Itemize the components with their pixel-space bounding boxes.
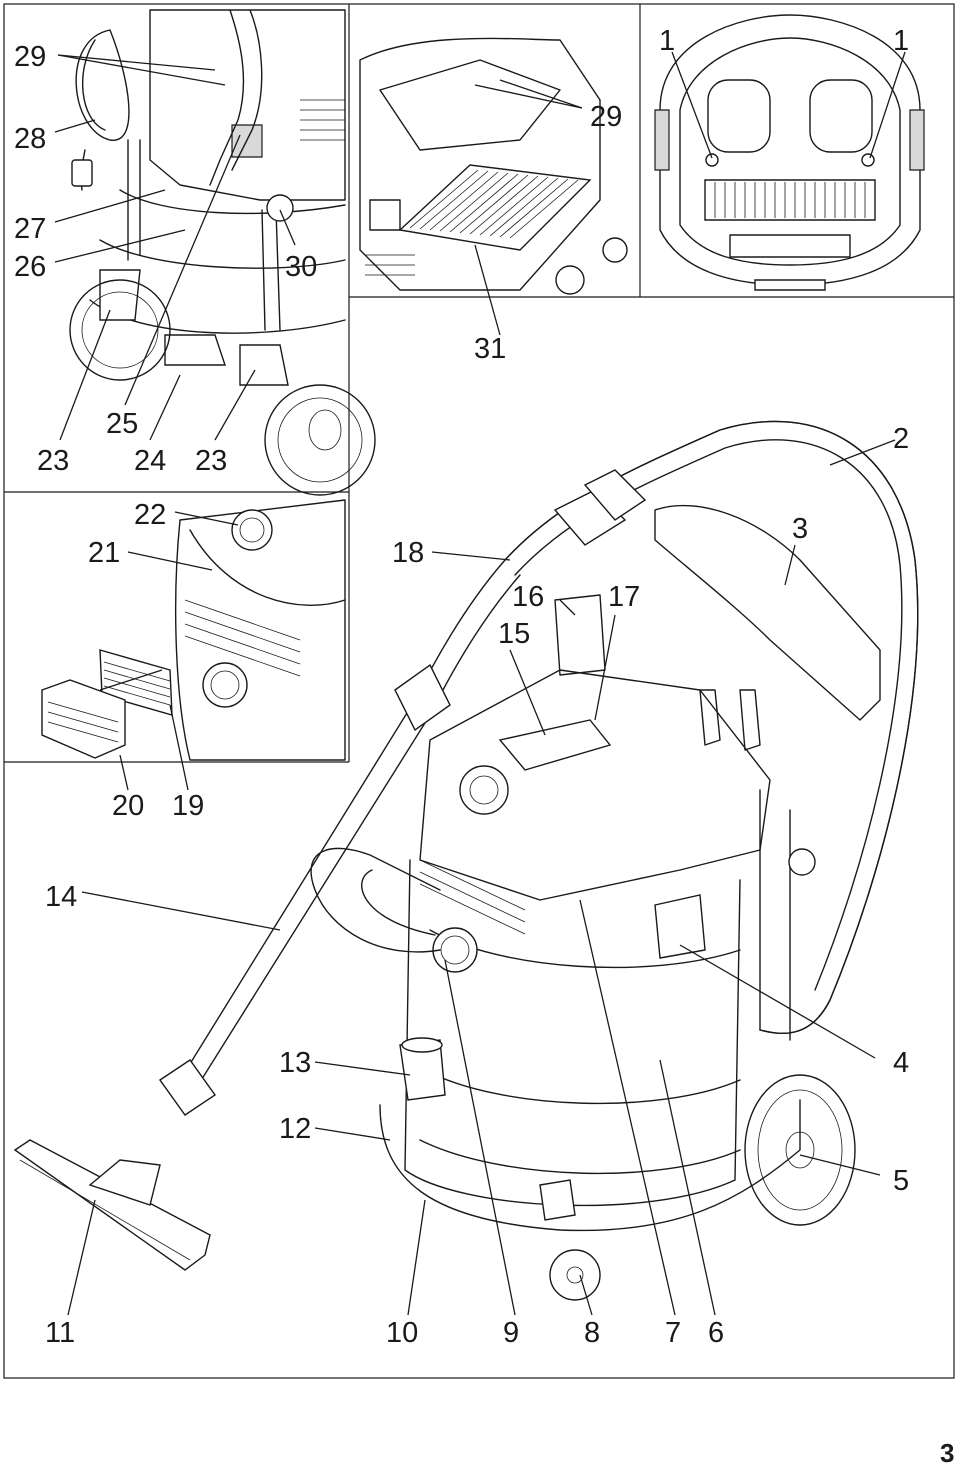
callout-23-right: 23 xyxy=(195,445,227,477)
callout-9: 9 xyxy=(503,1317,519,1349)
callout-labels: 29 28 27 26 30 25 23 24 23 29 31 1 1 2 2… xyxy=(14,25,909,1349)
callout-20: 20 xyxy=(112,790,144,822)
callout-10: 10 xyxy=(386,1317,418,1349)
callout-17: 17 xyxy=(608,581,640,613)
callout-11: 11 xyxy=(45,1317,75,1349)
callout-29-filter: 29 xyxy=(590,101,622,133)
callout-28: 28 xyxy=(14,123,46,155)
callout-18: 18 xyxy=(392,537,424,569)
callout-25: 25 xyxy=(106,408,138,440)
callout-13: 13 xyxy=(279,1047,311,1079)
leader-lines xyxy=(54,51,906,1316)
detail-fine-filter xyxy=(41,499,346,761)
callout-5: 5 xyxy=(893,1165,909,1197)
detail-lid-underside xyxy=(654,14,925,291)
callout-12: 12 xyxy=(279,1113,311,1145)
vacuum-cleaner-illustration xyxy=(13,420,919,1301)
callout-6: 6 xyxy=(708,1317,724,1349)
callout-14: 14 xyxy=(45,881,77,913)
callout-21: 21 xyxy=(88,537,120,569)
callout-29: 29 xyxy=(14,41,46,73)
callout-24: 24 xyxy=(134,445,166,477)
callout-4: 4 xyxy=(893,1047,909,1079)
callout-1-left: 1 xyxy=(659,25,675,57)
callout-23-left: 23 xyxy=(37,445,69,477)
callout-16: 16 xyxy=(512,581,544,613)
callout-3: 3 xyxy=(792,513,808,545)
callout-22: 22 xyxy=(134,499,166,531)
panel-frames xyxy=(3,3,955,1379)
callout-1-right: 1 xyxy=(893,25,909,57)
callout-8: 8 xyxy=(584,1317,600,1349)
callout-19: 19 xyxy=(172,790,204,822)
callout-31: 31 xyxy=(474,333,506,365)
page-number: 3 xyxy=(940,1438,954,1468)
callout-7: 7 xyxy=(665,1317,681,1349)
callout-2: 2 xyxy=(893,423,909,455)
callout-15: 15 xyxy=(498,618,530,650)
callout-26: 26 xyxy=(14,251,46,283)
detail-main-filter xyxy=(359,37,628,295)
callout-30: 30 xyxy=(285,251,317,283)
callout-27: 27 xyxy=(14,213,46,245)
